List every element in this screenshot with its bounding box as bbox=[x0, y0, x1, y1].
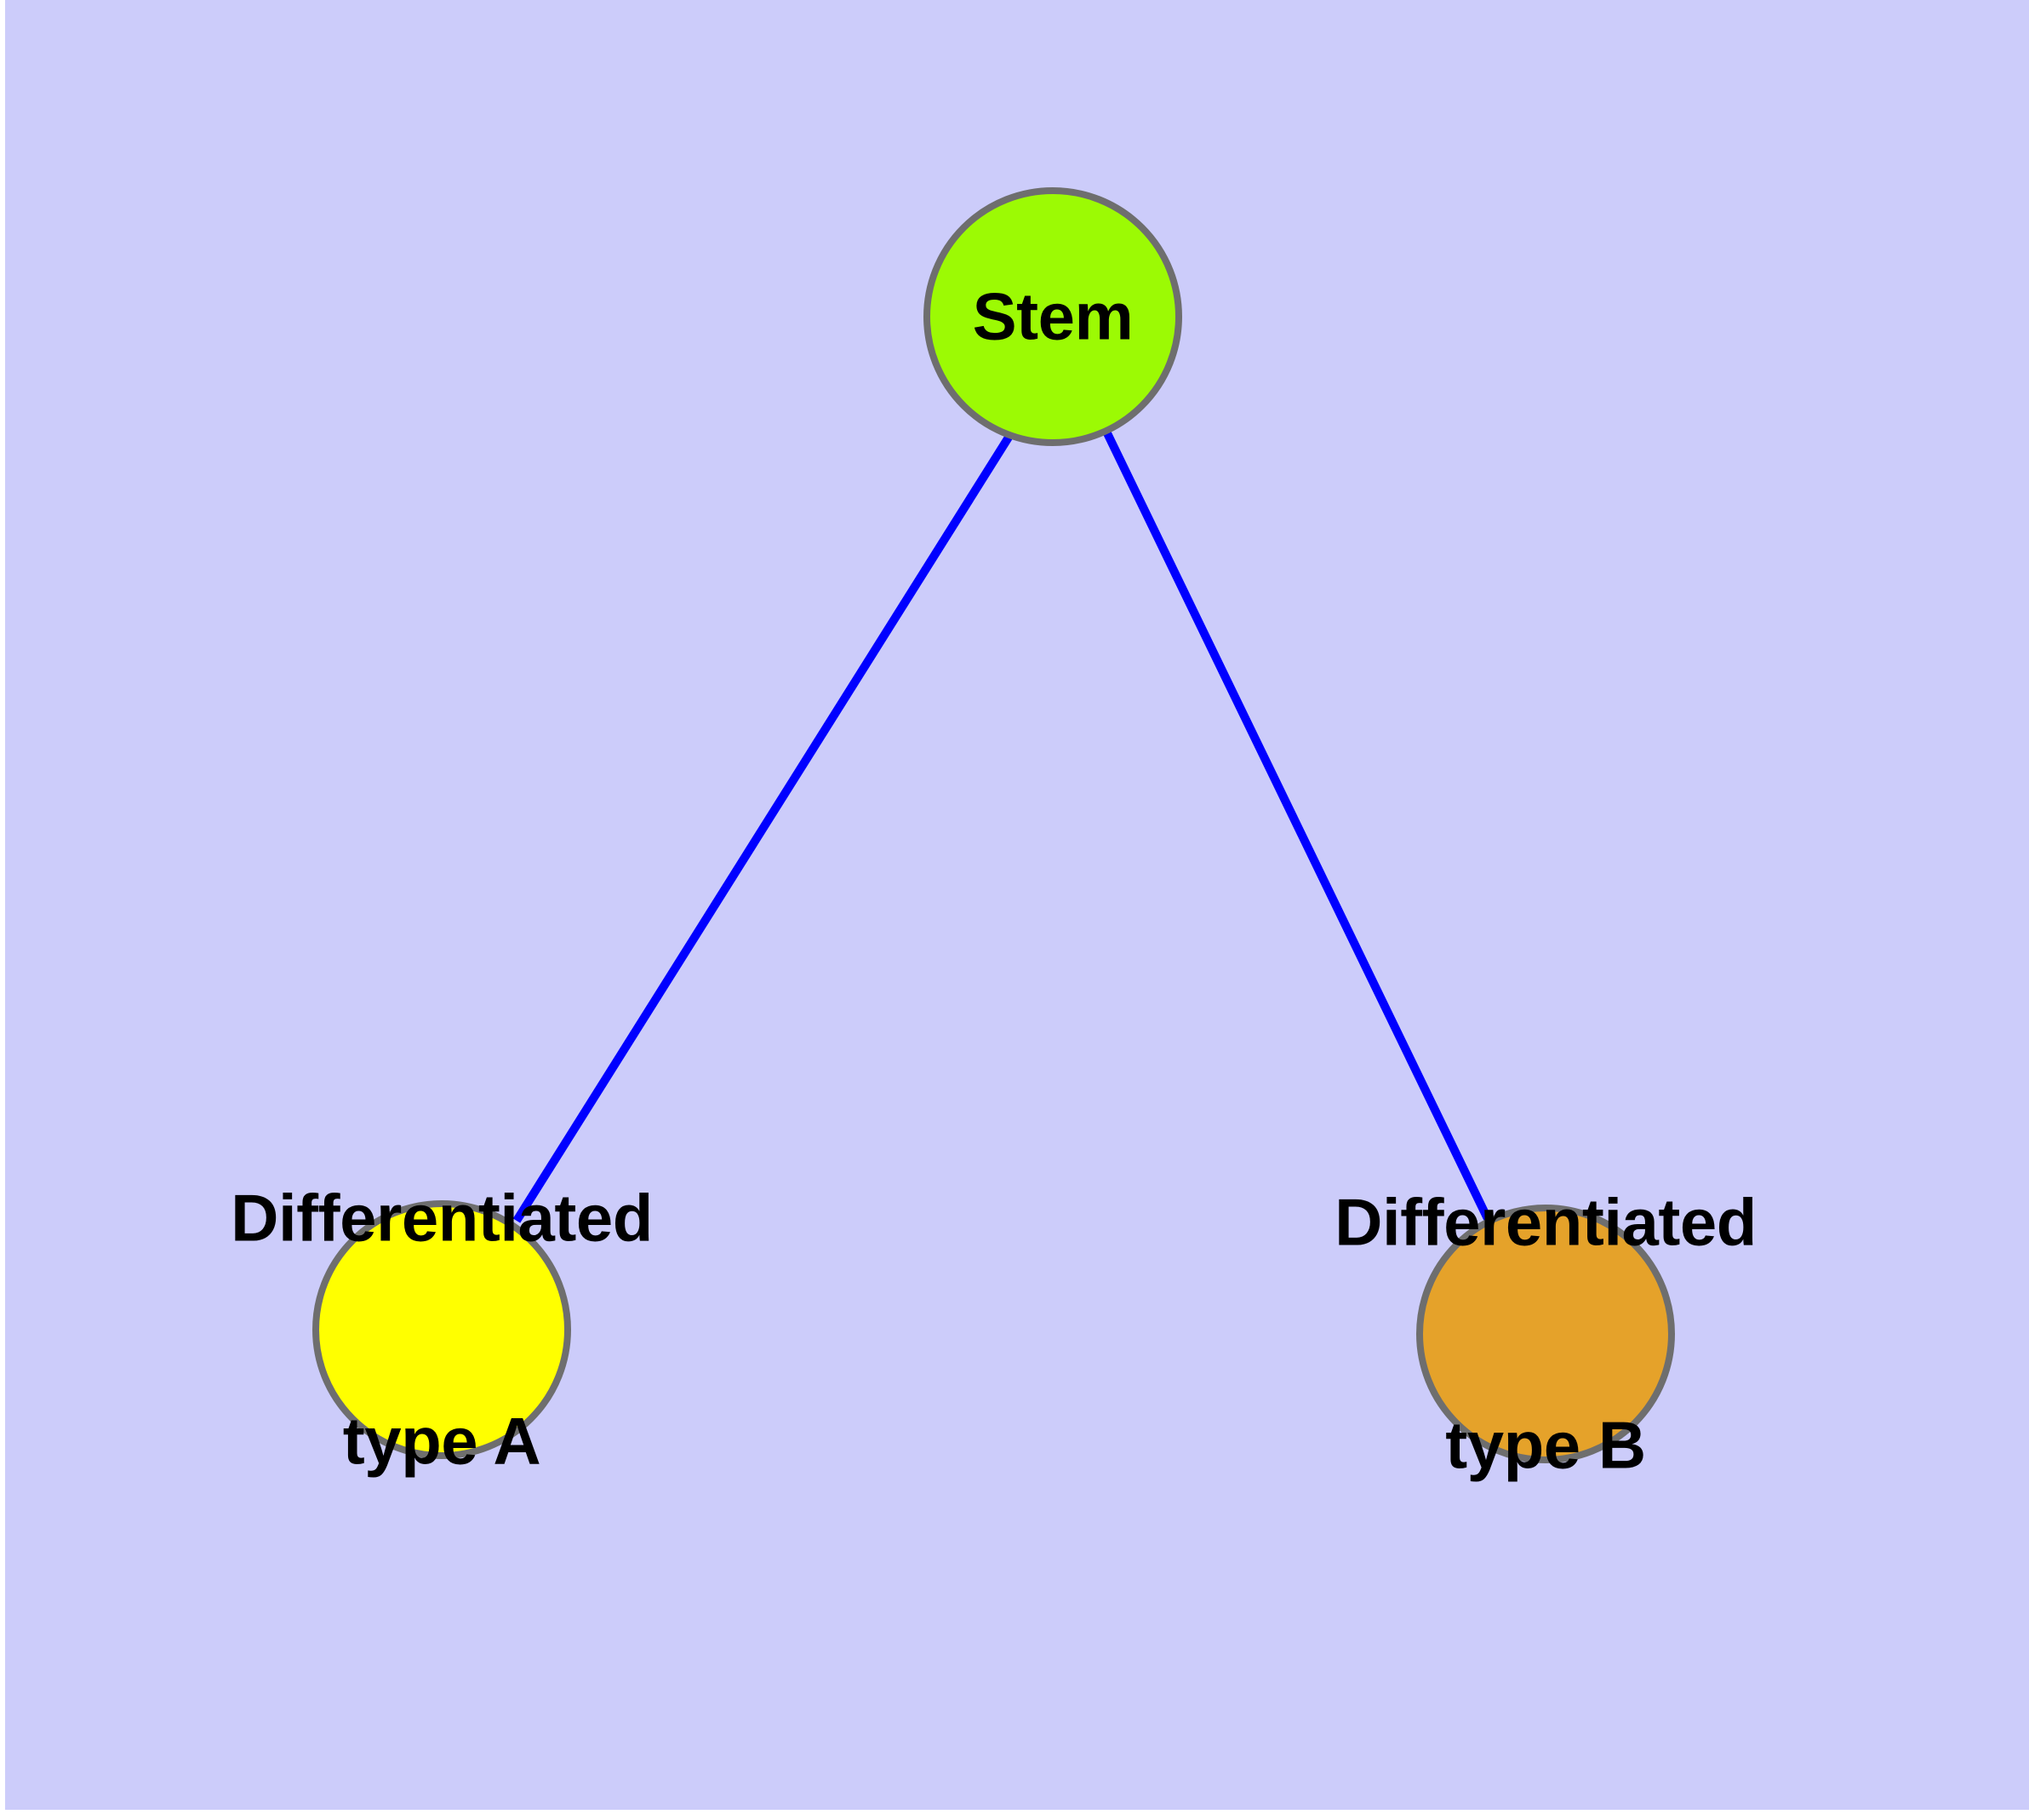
graph-svg bbox=[312, 187, 1675, 1463]
node-differentiated-type-a[interactable] bbox=[312, 1200, 571, 1459]
edge-stem-to-differentiated-type-b bbox=[1103, 431, 1495, 1228]
diagram-plot-area: Stem Differentiated type A Differentiate… bbox=[5, 0, 2029, 1810]
node-stem[interactable] bbox=[923, 187, 1182, 446]
edge-stem-to-differentiated-type-a bbox=[512, 431, 1015, 1223]
node-differentiated-type-b[interactable] bbox=[1416, 1205, 1675, 1463]
edge-layer bbox=[512, 431, 1495, 1228]
node-layer bbox=[312, 187, 1675, 1463]
